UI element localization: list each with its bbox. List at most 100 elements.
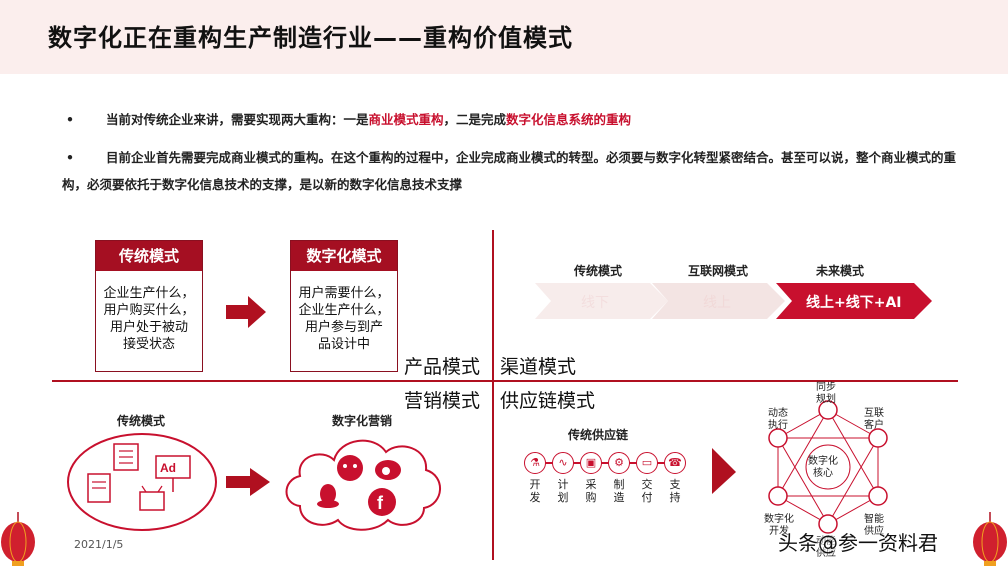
product-digital-box: 数字化模式 用户需要什么， 企业生产什么， 用户参与到产 品设计中 [290,240,398,372]
gear-icon: ⚙ [608,452,630,474]
node-dynamic-supply-icon [818,514,838,534]
page-title: 数字化正在重构生产制造行业——重构价值模式 [48,24,573,52]
wave-icon: ∿ [552,452,574,474]
node-line: 动能 [816,536,836,547]
watermark-text: 头条@参一资料君 [778,531,938,555]
node-line: 开发 [769,526,789,537]
chain-step-purchase: ▣ 采 购 [579,452,603,504]
bullet-1-highlight-2: 数字化信息系统的重构 [506,112,632,127]
node-sync-plan-icon [818,400,838,420]
product-traditional-line: 接受状态 [122,337,175,352]
chain-step-text: 制 [613,478,625,491]
chain-step-plan: ∿ 计 划 [551,452,575,504]
chain-step-text: 计 [557,478,569,491]
node-dynamic-exec: 动态 执行 [768,408,788,432]
chain-step-develop: ⚗ 开 发 [523,452,547,504]
ad-text: Ad [160,461,176,475]
box-icon: ▣ [580,452,602,474]
chevron-online [652,283,785,319]
node-line: 执行 [768,420,788,431]
product-traditional-line: 用户购买什么， [103,303,195,318]
bullet-1: • 当前对传统企业来讲，需要实现两大重构：一是商业模式重构，二是完成数字化信息系… [66,106,956,133]
bullet-2: 目前企业首先需要完成商业模式的重构。在这个重构的过程中，企业完成商业模式的转型。… [62,150,957,192]
chevron-future-label: 线上+线下+AI [806,295,902,311]
chain-step-deliver: ▭ 交 付 [635,452,659,504]
node-line: 规划 [816,394,836,405]
product-arrow-icon [226,296,266,328]
channel-label-future: 未来模式 [816,264,865,278]
node-connected-customer-icon [868,428,888,448]
bullet-2-dot: • [66,150,74,165]
chevron-offline-label: 线下 [581,295,609,311]
product-digital-line: 品设计中 [317,337,370,352]
facebook-icon: f [368,488,396,516]
chevron-future [776,283,932,319]
product-digital-title: 数字化模式 [291,241,397,271]
node-dynamic-supply: 动能 供应 [816,536,836,560]
chain-step-text: 持 [669,491,681,504]
channel-label-internet: 互联网模式 [688,264,749,278]
lantern-right-icon [973,512,1007,566]
node-line: 客户 [864,420,884,431]
bullet-1-highlight-1: 商业模式重构 [368,112,444,127]
chain-step-text: 划 [557,491,569,504]
chain-step-text: 采 [585,478,597,491]
network-center-label: 数字化 核心 [808,456,838,480]
quadrant-label-supply: 供应链模式 [500,390,596,412]
chevron-online-label: 线上 [703,295,731,311]
headset-icon: ☎ [664,452,686,474]
billboard-icon: Ad [155,455,191,492]
vertical-divider [492,230,494,560]
chain-step-text: 交 [641,478,653,491]
qq-icon [317,484,339,508]
supply-arrow-icon [712,448,736,494]
weibo-icon [375,460,401,480]
node-dynamic-exec-icon [768,428,788,448]
quadrant-label-channel: 渠道模式 [500,356,577,378]
chain-step-text: 开 [529,478,541,491]
product-traditional-line: 企业生产什么， [103,286,195,301]
node-smart-supply-icon [868,486,888,506]
tv-icon [139,485,165,511]
wechat-icon [337,455,363,481]
chain-step-text: 发 [529,491,541,504]
node-line: 数字化 [764,514,794,525]
network-center-line: 数字化 [808,456,838,467]
flyer-icon [87,473,111,503]
digital-supply-network [768,400,888,534]
marketing-digital-label: 数字化营销 [332,414,393,428]
chevron-offline [535,283,668,319]
marketing-arrow-icon [226,468,270,496]
network-center-line: 核心 [813,468,833,479]
node-line: 供应 [864,526,884,537]
node-line: 供应 [816,548,836,559]
node-digital-dev: 数字化 开发 [764,514,794,538]
quadrant-label-marketing: 营销模式 [404,390,481,412]
chain-step-manufacture: ⚙ 制 造 [607,452,631,504]
supply-chain-connector [534,462,678,464]
newspaper-icon [113,443,139,471]
node-line: 互联 [864,408,884,419]
node-smart-supply: 智能 供应 [864,514,884,538]
node-sync-plan: 同步 规划 [816,382,836,406]
product-traditional-body: 企业生产什么， 用户购买什么， 用户处于被动 接受状态 [96,271,202,353]
product-traditional-title: 传统模式 [96,241,202,271]
lantern-left-icon [1,512,35,566]
product-digital-body: 用户需要什么， 企业生产什么， 用户参与到产 品设计中 [291,271,397,353]
chain-step-text: 造 [613,491,625,504]
product-traditional-box: 传统模式 企业生产什么， 用户购买什么， 用户处于被动 接受状态 [95,240,203,372]
chain-step-text: 支 [669,478,681,491]
marketing-traditional-label: 传统模式 [117,414,166,428]
bullet-dot: • [66,112,74,127]
bullet-1-text-mid: ，二是完成 [443,112,507,127]
supply-chain-title: 传统供应链 [568,428,629,442]
header-band [0,0,1008,74]
horizontal-divider [52,380,958,382]
node-line: 智能 [864,514,884,525]
node-line: 同步 [816,382,836,393]
digital-marketing-cloud: f [285,439,441,531]
flask-icon: ⚗ [524,452,546,474]
node-digital-dev-icon [768,486,788,506]
truck-icon: ▭ [636,452,658,474]
traditional-media-illustration: Ad [67,433,217,531]
